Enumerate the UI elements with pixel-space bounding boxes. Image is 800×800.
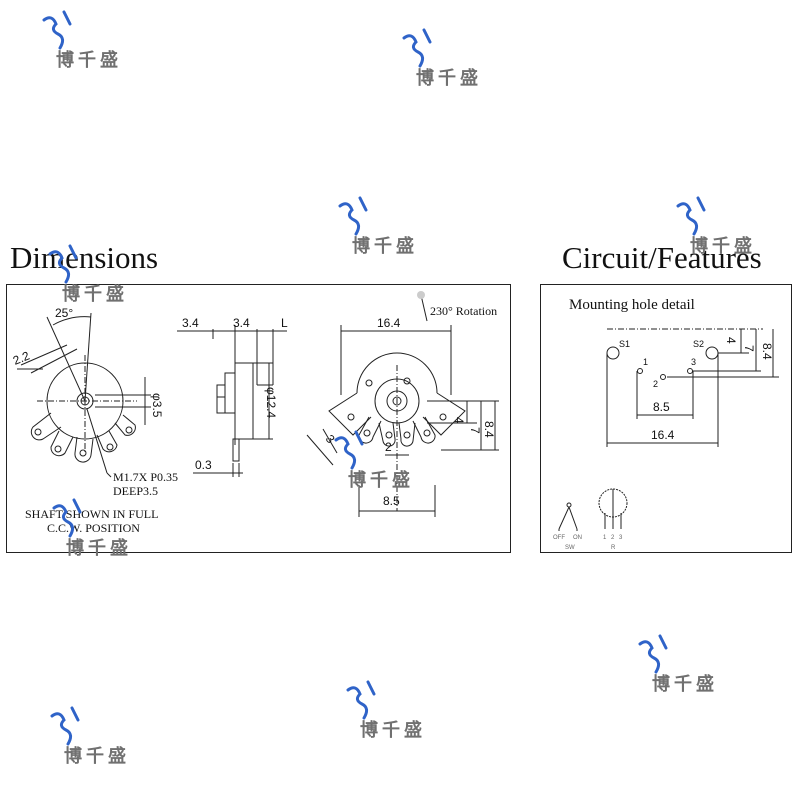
dim-phi-3-5: φ3.5 [150, 393, 164, 418]
svg-text:博千盛: 博千盛 [690, 235, 756, 257]
circuit-drawing: Mounting hole detail S1 S2 1 2 3 4 7 8.4… [553, 297, 779, 551]
watermark-logo: 博千盛 [638, 634, 718, 695]
watermark-logo: 博千盛 [402, 28, 482, 89]
watermark-logo: 博千盛 [346, 680, 426, 741]
r-term-2: 2 [611, 535, 615, 541]
dim-phi-12-4: φ12.4 [264, 387, 278, 418]
circ-dim-8-4: 8.4 [760, 343, 774, 360]
r-term-3: 3 [619, 535, 623, 541]
hole-3: 3 [691, 357, 696, 367]
watermark-logo: 博千盛 [42, 10, 122, 71]
dimensions-heading: Dimensions [10, 240, 159, 275]
hole-S2: S2 [693, 339, 704, 349]
dim-8-5: 8.5 [383, 494, 400, 508]
dim-3-4-b: 3.4 [233, 316, 250, 330]
dim-7: 7 [468, 427, 482, 434]
rotation-marker [417, 291, 425, 299]
dim-2-2: 2.2 [11, 348, 32, 367]
circ-dim-4: 4 [724, 337, 738, 344]
watermark-logo: 博千盛 [48, 244, 128, 305]
circ-dim-7: 7 [742, 345, 756, 352]
sw-on-label: ON [573, 535, 582, 541]
hole-1: 1 [643, 357, 648, 367]
svg-text:博千盛: 博千盛 [360, 719, 426, 741]
circuit-features-heading: Circuit/Features [562, 240, 762, 275]
shaft-note-line1: SHAFT SHOWN IN FULL [25, 507, 158, 521]
circ-dim-16-4: 16.4 [651, 428, 675, 442]
hole-S1: S1 [619, 339, 630, 349]
sw-off-label: OFF [553, 535, 565, 541]
watermark-logo: 博千盛 [676, 196, 756, 257]
svg-text:博千盛: 博千盛 [416, 67, 482, 89]
watermark-logo: 博千盛 [50, 706, 130, 767]
svg-text:博千盛: 博千盛 [62, 283, 128, 305]
dim-L: L [281, 316, 288, 330]
dim-16-4: 16.4 [377, 316, 401, 330]
dim-2: 2 [385, 440, 392, 454]
svg-text:博千盛: 博千盛 [66, 537, 132, 559]
r-label: R [611, 545, 616, 551]
circuit-panel: Mounting hole detail S1 S2 1 2 3 4 7 8.4… [540, 284, 792, 553]
watermark-logo: 博千盛 [338, 196, 418, 257]
sw-label: SW [565, 545, 575, 551]
dimensions-panel: 25° 2.2 φ3.5 M1.7X P0.35 DEEP3.5 SHAFT S… [6, 284, 511, 553]
hole-2: 2 [653, 379, 658, 389]
svg-text:博千盛: 博千盛 [56, 49, 122, 71]
dim-8-4: 8.4 [482, 421, 496, 438]
screw-spec: M1.7X P0.35 [113, 470, 178, 484]
watermark-logo: 博千盛 [52, 498, 132, 559]
dim-4: 4 [452, 417, 466, 424]
circ-dim-8-5: 8.5 [653, 400, 670, 414]
angle-label: 25° [55, 306, 73, 320]
watermark-logo: 博千盛 [334, 430, 414, 491]
dim-0-3: 0.3 [195, 458, 212, 472]
r-term-1: 1 [603, 535, 607, 541]
screw-depth: DEEP3.5 [113, 484, 158, 498]
dim-3-4-a: 3.4 [182, 316, 199, 330]
dimensions-drawing: 25° 2.2 φ3.5 M1.7X P0.35 DEEP3.5 SHAFT S… [11, 291, 499, 535]
svg-text:博千盛: 博千盛 [652, 673, 718, 695]
svg-text:博千盛: 博千盛 [64, 745, 130, 767]
mounting-hole-title: Mounting hole detail [569, 297, 695, 313]
svg-text:博千盛: 博千盛 [348, 469, 414, 491]
svg-text:博千盛: 博千盛 [352, 235, 418, 257]
rotation-label: 230° Rotation [430, 304, 497, 318]
